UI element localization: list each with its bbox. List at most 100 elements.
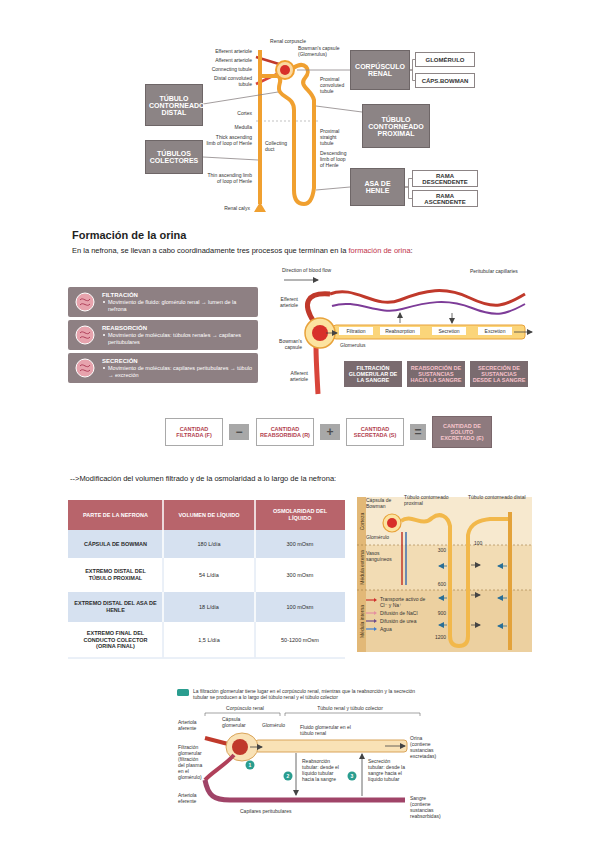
osmolarity-illustration bbox=[357, 590, 532, 591]
nephron-illustration bbox=[254, 202, 266, 212]
box-content: CANTIDAD SECRETADA (S) bbox=[349, 426, 401, 438]
table-background bbox=[162, 500, 164, 658]
tubule-process-illustration bbox=[284, 772, 293, 781]
box-title: TÚBULOS COLECTORES bbox=[149, 150, 199, 164]
annotation-label: Glomérulo bbox=[366, 534, 396, 540]
operator-box: + bbox=[320, 424, 340, 440]
filtration-illustration bbox=[316, 346, 318, 394]
table-cell: 18 L/día bbox=[163, 592, 255, 622]
label-box: TÚBULO CONTORNEADO PROXIMAL bbox=[362, 104, 430, 148]
annotation-label: Túbulo contorneado proximal bbox=[404, 494, 454, 506]
legend-sample bbox=[366, 620, 374, 621]
annotation-label: Collecting duct bbox=[265, 140, 290, 152]
annotation-label: Cápsula de Bowman bbox=[366, 497, 406, 509]
osmolarity-illustration bbox=[471, 565, 480, 566]
bullet-row: Movimiento de moléculas: túbulos renales… bbox=[102, 332, 254, 346]
label-box: CORPÚSCULO RENAL bbox=[350, 50, 410, 90]
box-title: SECRECIÓN bbox=[102, 358, 254, 364]
annotation-label: Proximal straight tubule bbox=[320, 128, 346, 146]
filtration-illustration bbox=[326, 333, 337, 334]
tubule-process-illustration bbox=[362, 754, 363, 796]
tubule-process-illustration bbox=[255, 740, 407, 752]
box-title: CANTIDAD REABSORBIDA (R) bbox=[259, 426, 311, 438]
table-background bbox=[254, 500, 256, 658]
table-cell: 54 L/día bbox=[163, 558, 255, 592]
legend-text: Transporte activo de Cl⁻ y Na⁺ bbox=[380, 596, 432, 608]
box-title: TÚBULO CONTORNEADO DISTAL bbox=[149, 95, 199, 116]
osmolarity-illustration bbox=[439, 598, 447, 599]
legend-row: Agua bbox=[366, 626, 432, 633]
nephron-illustration bbox=[276, 61, 294, 79]
osmolarity-illustration bbox=[439, 625, 447, 626]
paragraph-text: formación de orina bbox=[348, 246, 410, 255]
annotation-label: Thick ascending limb of loop of Henle bbox=[206, 134, 252, 146]
box-content: CORPÚSCULO RENAL bbox=[354, 63, 406, 77]
equation-term-box: CANTIDAD FILTRADA (F) bbox=[165, 418, 223, 446]
legend-sample bbox=[366, 599, 374, 600]
bullet-dot bbox=[103, 367, 105, 369]
box-content: + bbox=[320, 426, 340, 438]
process-box: SECRECIÓNMovimiento de moléculas: capila… bbox=[68, 353, 258, 383]
annotation-label: Reabsorción tubular: desde el líquido tu… bbox=[302, 758, 346, 782]
table-cell: 1,5 L/día bbox=[163, 622, 255, 658]
annotation-label: Efferent arteriole bbox=[268, 296, 298, 308]
table-cell: CÁPSULA DE BOWMAN bbox=[68, 530, 163, 558]
annotation-label: Reabsorption bbox=[380, 327, 420, 335]
tubule-process-illustration bbox=[296, 753, 297, 795]
legend-sample bbox=[366, 610, 378, 616]
annotation-label: Renal calyx bbox=[206, 205, 250, 211]
box-title: FILTRACIÓN bbox=[102, 292, 254, 298]
annotation-label: Secreción tubular: desde la sangre hacia… bbox=[368, 758, 408, 782]
equation-term-box: CANTIDAD REABSORBIDA (R) bbox=[256, 418, 314, 446]
box-title: CANTIDAD FILTRADA (F) bbox=[168, 426, 220, 438]
table-cell: EXTREMO DISTAL DEL ASA DE HENLE bbox=[68, 592, 163, 622]
box-content: GLOMÉRULO bbox=[419, 57, 471, 63]
tubule-process-illustration bbox=[205, 713, 280, 716]
nephron-illustration bbox=[256, 121, 318, 122]
process-caption-box: REABSORCIÓN DE SUSTANCIAS HACIA LA SANGR… bbox=[406, 360, 466, 388]
table-cell: 300 mOsm bbox=[255, 558, 345, 592]
tubule-process-illustration bbox=[250, 747, 262, 748]
osmolarity-illustration bbox=[401, 532, 403, 585]
label-box: TÚBULO CONTORNEADO DISTAL bbox=[145, 84, 203, 126]
glomerulus-icon bbox=[76, 359, 94, 377]
table-background bbox=[68, 622, 345, 658]
page-heading: Formación de la orina bbox=[72, 229, 186, 242]
osmolarity-illustration bbox=[498, 598, 507, 599]
tubule-process-illustration bbox=[177, 689, 189, 696]
osmolarity-illustration bbox=[498, 566, 507, 567]
box-title: CANTIDAD SECRETADA (S) bbox=[349, 426, 401, 438]
glomerulus-icon bbox=[74, 324, 96, 346]
box-content: FILTRACIÓN GLOMERULAR DE LA SANGRE bbox=[346, 365, 400, 383]
box-title: CÁPS.BOWMAN bbox=[419, 78, 471, 84]
tubule-process-illustration bbox=[232, 739, 248, 755]
connector bbox=[405, 187, 412, 199]
box-content: REABSORCIÓNMovimiento de moléculas: túbu… bbox=[102, 325, 254, 346]
region-label: Médula interna bbox=[358, 591, 365, 651]
process-caption-box: SECRECIÓN DE SUSTANCIAS DESDE LA SANGRE bbox=[469, 360, 529, 388]
paragraph-text: En la nefrona, se llevan a cabo coordina… bbox=[72, 246, 346, 255]
process-caption-box: FILTRACIÓN GLOMERULAR DE LA SANGRE bbox=[343, 360, 403, 388]
sub-label-box: RAMA ASCENDENTE bbox=[412, 190, 478, 207]
annotation-label: Afferent arteriole bbox=[272, 370, 308, 382]
annotation-label: Capilares peritubulares bbox=[240, 808, 310, 814]
paragraph-text: : bbox=[411, 246, 413, 255]
box-content: − bbox=[229, 426, 249, 438]
leader-line bbox=[203, 70, 362, 190]
filtration-illustration bbox=[514, 332, 532, 333]
legend-sample bbox=[374, 627, 377, 631]
leader-line bbox=[316, 187, 350, 190]
operator-box: = bbox=[410, 424, 426, 440]
tubule-process-illustration bbox=[246, 761, 255, 770]
table-background bbox=[68, 558, 345, 592]
annotation-label: Thin ascending limb of loop of Henle bbox=[206, 172, 252, 184]
annotation-label: Direction of blood flow bbox=[282, 267, 362, 273]
annotation-label: Descending limb of loop of Henle bbox=[320, 150, 346, 168]
equation-term-box: CANTIDAD SECRETADA (S) bbox=[346, 418, 404, 446]
annotation-label: Bowman's capsule bbox=[268, 338, 302, 350]
box-content: TÚBULOS COLECTORES bbox=[149, 150, 199, 164]
annotation-label: Secretion bbox=[432, 327, 466, 335]
section-text: -->Modificación del volumen filtrado y d… bbox=[70, 474, 570, 483]
osmolarity-illustration bbox=[405, 532, 407, 585]
table-cell: OSMOLARIDAD DEL LÍQUIDO bbox=[255, 500, 345, 530]
